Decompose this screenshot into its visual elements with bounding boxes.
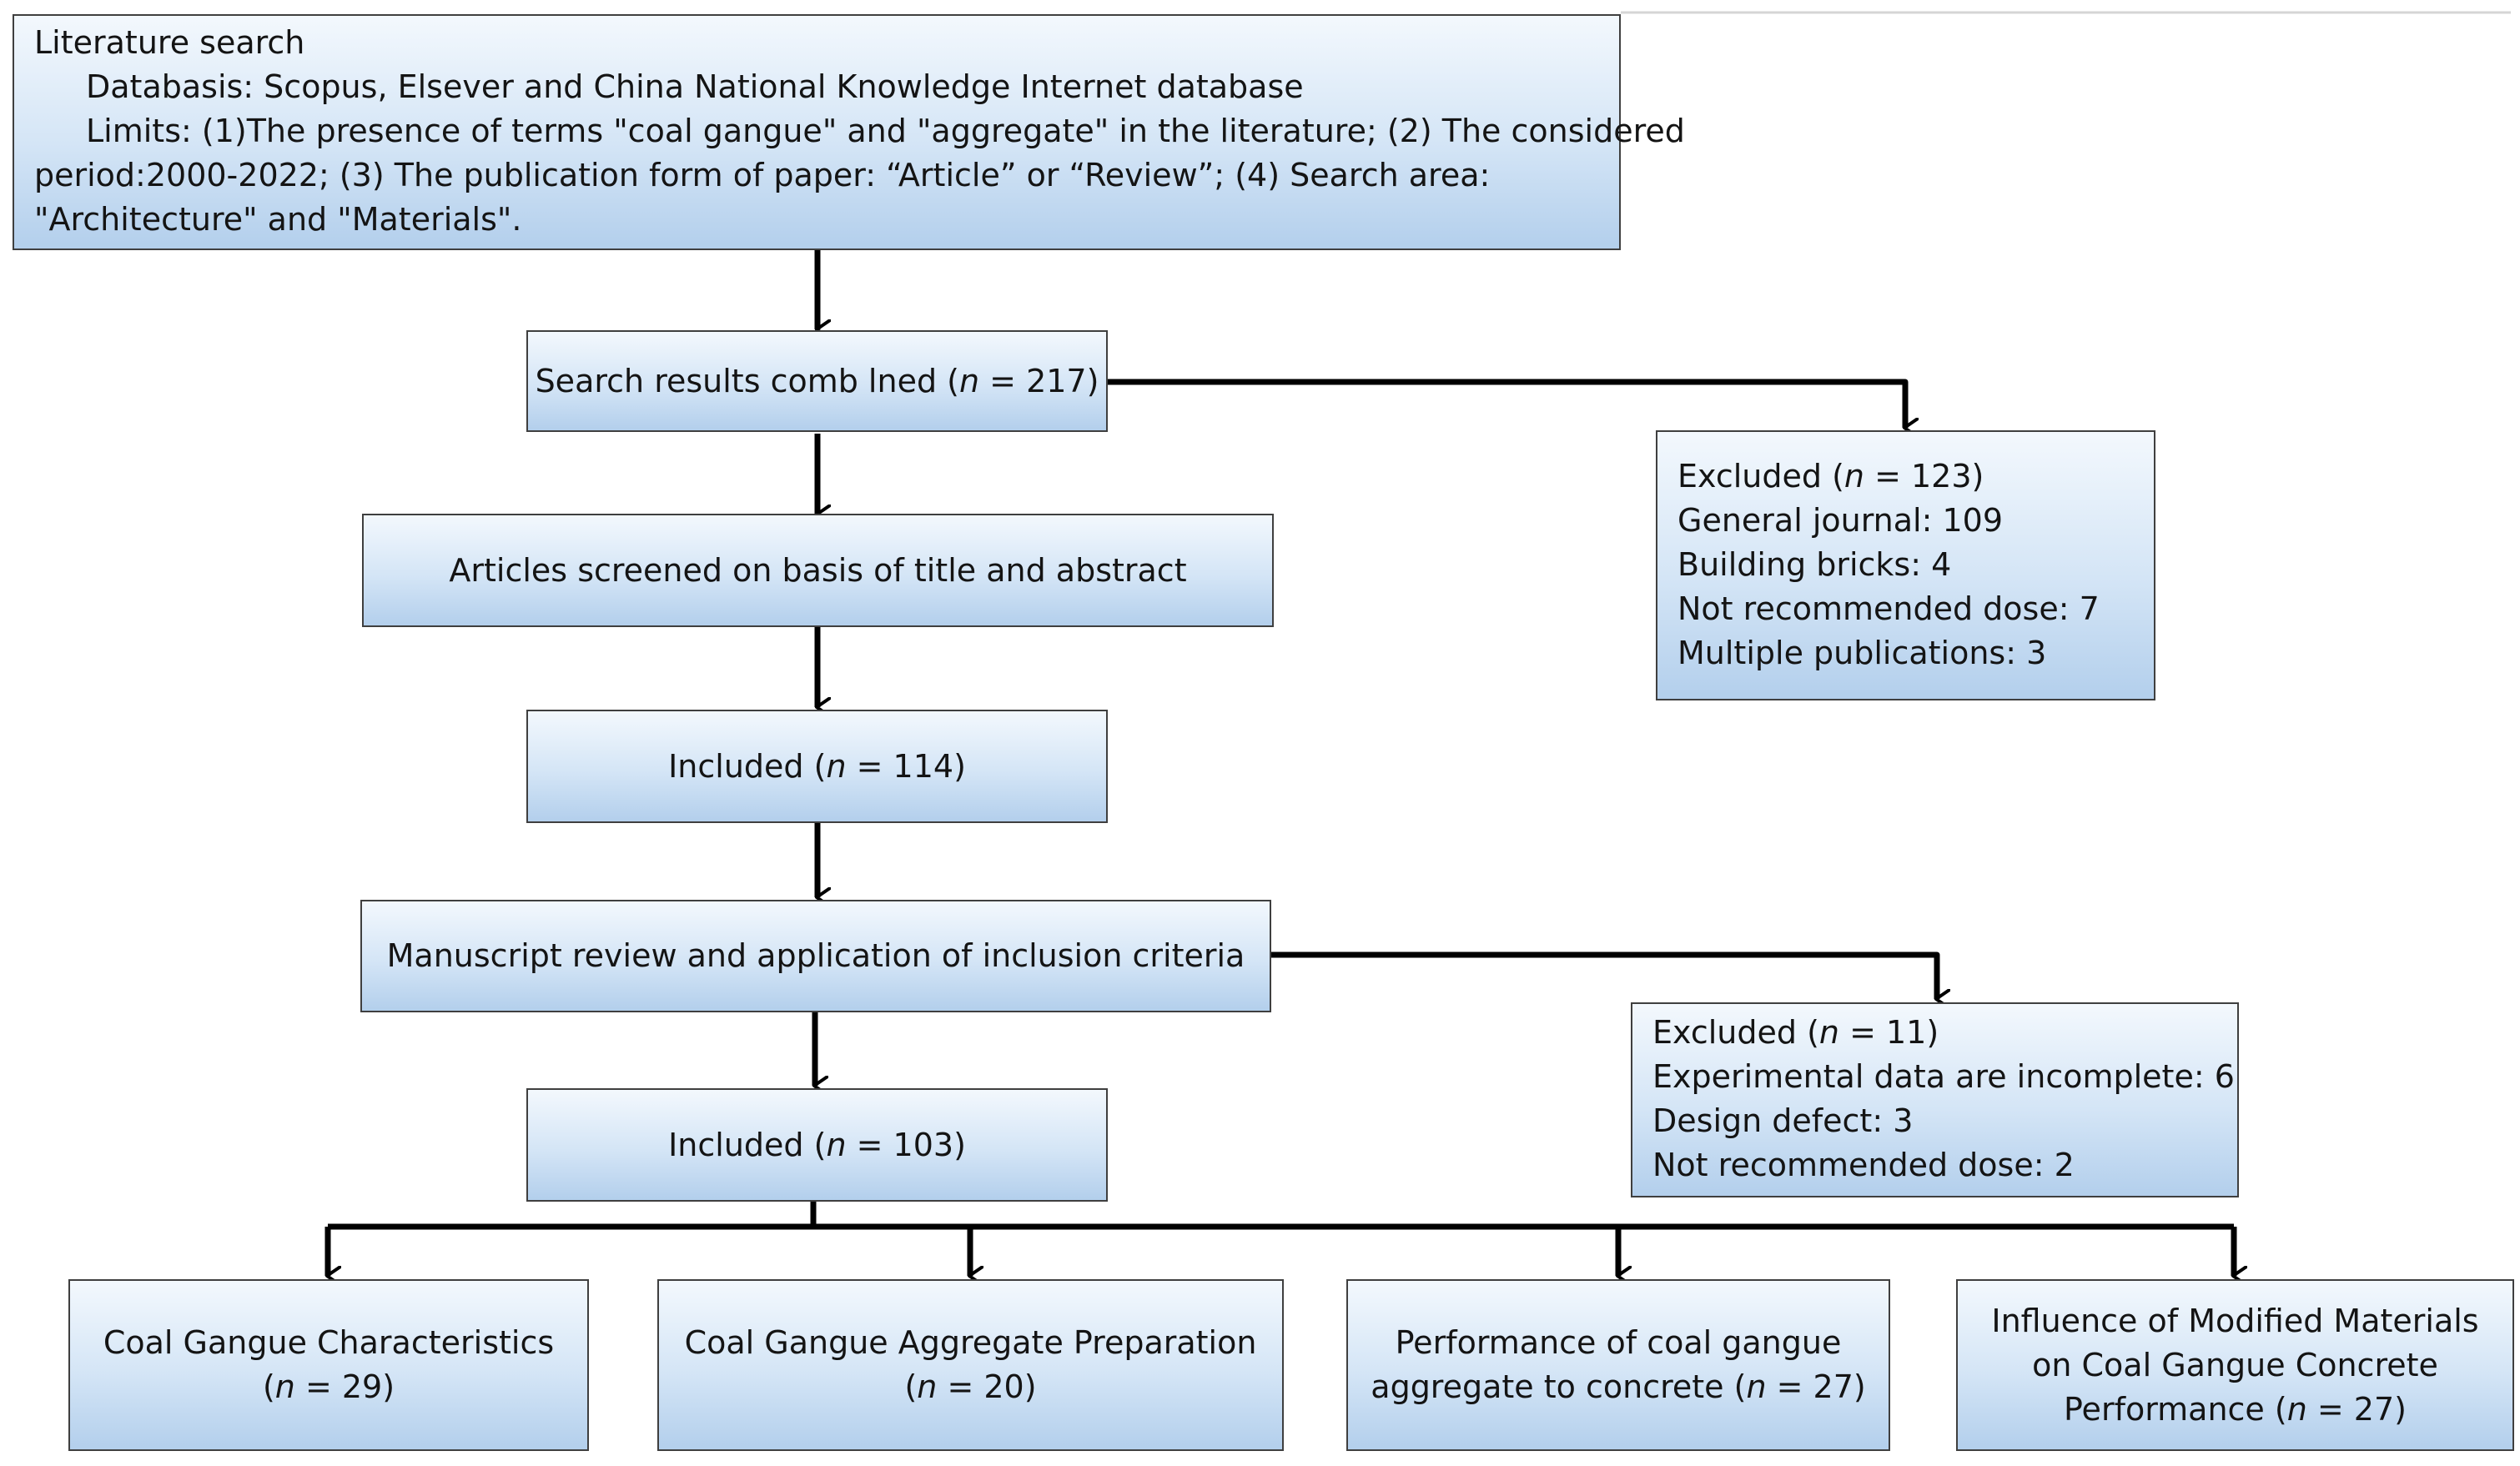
included-1-label: Included (n = 114) bbox=[668, 747, 966, 785]
limits-line-1: Limits: (1)The presence of terms "coal g… bbox=[86, 113, 1685, 149]
category-2-line-2: (n = 20) bbox=[904, 1368, 1037, 1405]
included-2-label: Included (n = 103) bbox=[668, 1126, 966, 1163]
category-1-line-2: (n = 29) bbox=[262, 1368, 395, 1405]
review-box: Manuscript review and application of inc… bbox=[360, 900, 1271, 1012]
screened-box: Articles screened on basis of title and … bbox=[362, 514, 1274, 627]
excluded-1-item: Not recommended dose: 7 bbox=[1677, 590, 2100, 627]
search-results-box: Search results comb lned (n = 217) bbox=[526, 330, 1108, 432]
included-box-1: Included (n = 114) bbox=[526, 710, 1108, 823]
excluded-1-item: Building bricks: 4 bbox=[1677, 546, 1952, 583]
excluded-box-2: Excluded (n = 11) Experimental data are … bbox=[1631, 1002, 2239, 1197]
excluded-2-item: Experimental data are incomplete: 6 bbox=[1652, 1058, 2235, 1095]
literature-search-title: Literature search bbox=[34, 24, 305, 61]
review-label: Manuscript review and application of inc… bbox=[386, 937, 1245, 974]
excluded-1-item: General journal: 109 bbox=[1677, 502, 2004, 539]
limits-line-2: period:2000-2022; (3) The publication fo… bbox=[34, 157, 1491, 193]
category-4-line-1: Influence of Modified Materials bbox=[1991, 1302, 2479, 1339]
excluded-box-1: Excluded (n = 123) General journal: 109 … bbox=[1656, 430, 2155, 700]
category-box-modified-materials: Influence of Modified Materials on Coal … bbox=[1956, 1279, 2514, 1451]
screened-label: Articles screened on basis of title and … bbox=[449, 551, 1187, 589]
category-box-characteristics: Coal Gangue Characteristics (n = 29) bbox=[68, 1279, 589, 1451]
search-results-label: Search results comb lned (n = 217) bbox=[535, 362, 1099, 399]
limits-line-3: "Architecture" and "Materials". bbox=[34, 201, 522, 238]
category-4-line-3: Performance (n = 27) bbox=[2064, 1390, 2407, 1428]
category-3-line-2: aggregate to concrete (n = 27) bbox=[1371, 1368, 1866, 1405]
included-box-2: Included (n = 103) bbox=[526, 1088, 1108, 1202]
excluded-1-item: Multiple publications: 3 bbox=[1677, 635, 2047, 671]
category-4-line-2: on Coal Gangue Concrete bbox=[2032, 1346, 2438, 1383]
excluded-2-heading: Excluded (n = 11) bbox=[1652, 1014, 1939, 1051]
category-2-line-1: Coal Gangue Aggregate Preparation bbox=[684, 1324, 1257, 1361]
excluded-2-item: Design defect: 3 bbox=[1652, 1102, 1914, 1139]
category-box-preparation: Coal Gangue Aggregate Preparation (n = 2… bbox=[657, 1279, 1284, 1451]
arrow-review-to-excluded2 bbox=[1270, 951, 1937, 999]
databases-line: Databasis: Scopus, Elsever and China Nat… bbox=[86, 68, 1304, 105]
excluded-1-heading: Excluded (n = 123) bbox=[1677, 458, 1984, 495]
arrow-results-to-excluded1 bbox=[1107, 379, 1905, 428]
literature-search-box: Literature search Databasis: Scopus, Els… bbox=[13, 14, 1685, 250]
category-1-line-1: Coal Gangue Characteristics bbox=[103, 1324, 555, 1361]
excluded-2-item: Not recommended dose: 2 bbox=[1652, 1147, 2075, 1183]
category-box-performance: Performance of coal gangue aggregate to … bbox=[1346, 1279, 1890, 1451]
category-3-line-1: Performance of coal gangue bbox=[1395, 1324, 1842, 1361]
